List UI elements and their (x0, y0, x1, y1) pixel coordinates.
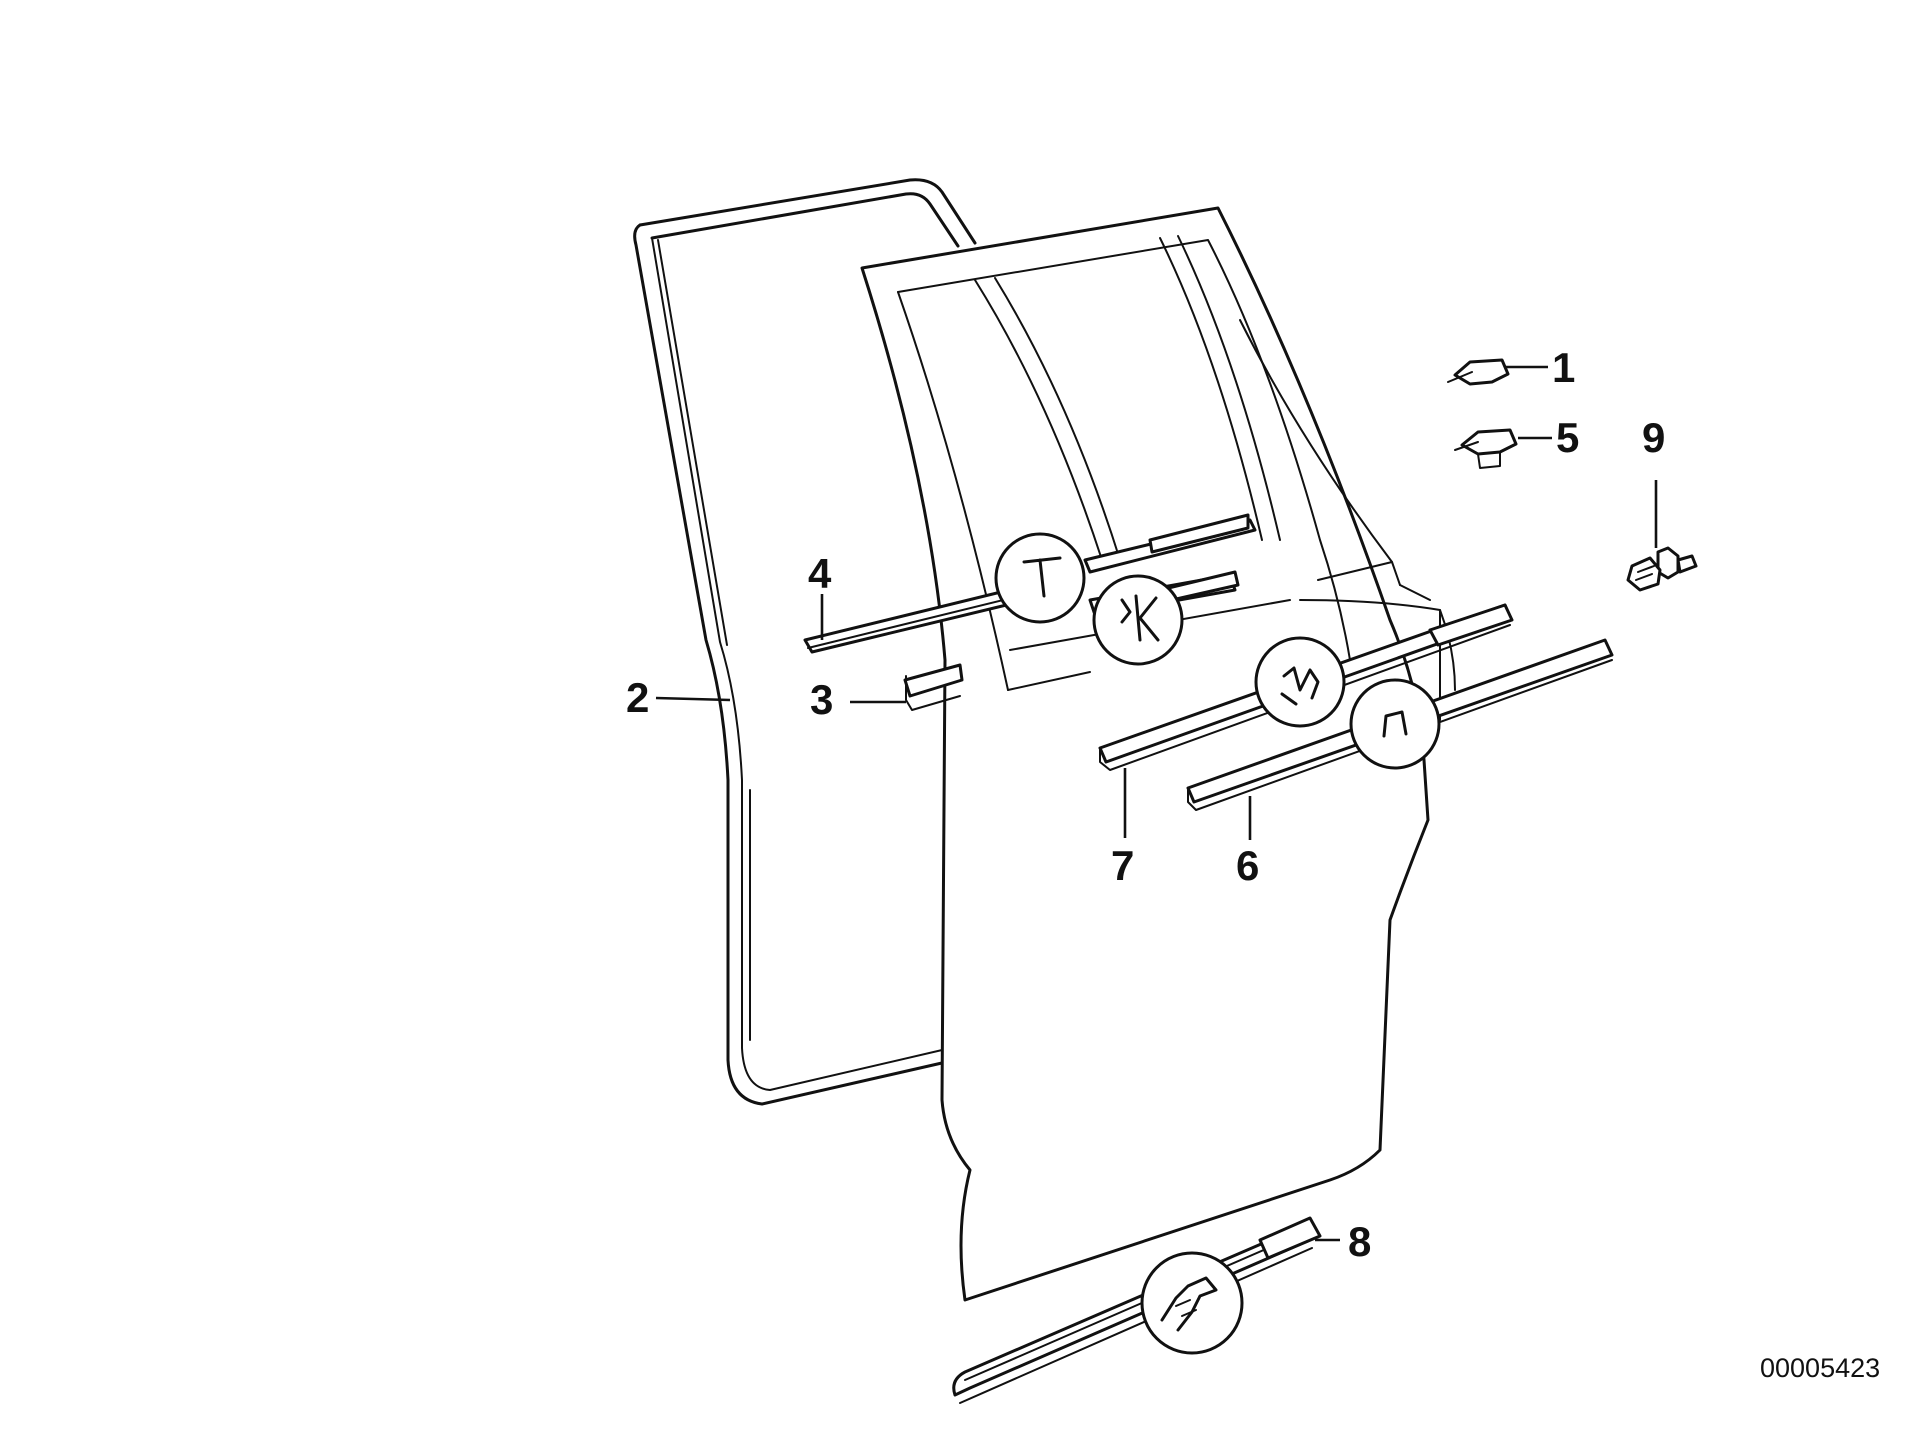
callout-9: 9 (1642, 414, 1665, 461)
rear-door-shell (860, 206, 1456, 1302)
section-detail-sill (1140, 1251, 1244, 1355)
section-detail-K (1092, 574, 1184, 666)
callout-5: 5 (1556, 414, 1579, 461)
reference-number: 00005423 (1760, 1353, 1880, 1383)
callout-2: 2 (626, 674, 649, 721)
section-detail-window (1254, 636, 1346, 728)
leader-lines (655, 365, 1658, 1242)
clip-part-5[interactable] (1454, 428, 1518, 469)
callout-1: 1 (1552, 344, 1575, 391)
callout-3: 3 (810, 676, 833, 723)
callout-8: 8 (1348, 1218, 1371, 1265)
section-detail-n (1349, 678, 1441, 770)
section-detail-T (994, 532, 1086, 624)
callout-6: 6 (1236, 842, 1259, 889)
callout-4: 4 (808, 550, 832, 597)
clip-part-1[interactable] (1447, 358, 1510, 386)
grommet-part-9[interactable] (1626, 546, 1698, 592)
door-seal-part-2[interactable] (633, 178, 977, 1106)
callout-7: 7 (1111, 842, 1134, 889)
